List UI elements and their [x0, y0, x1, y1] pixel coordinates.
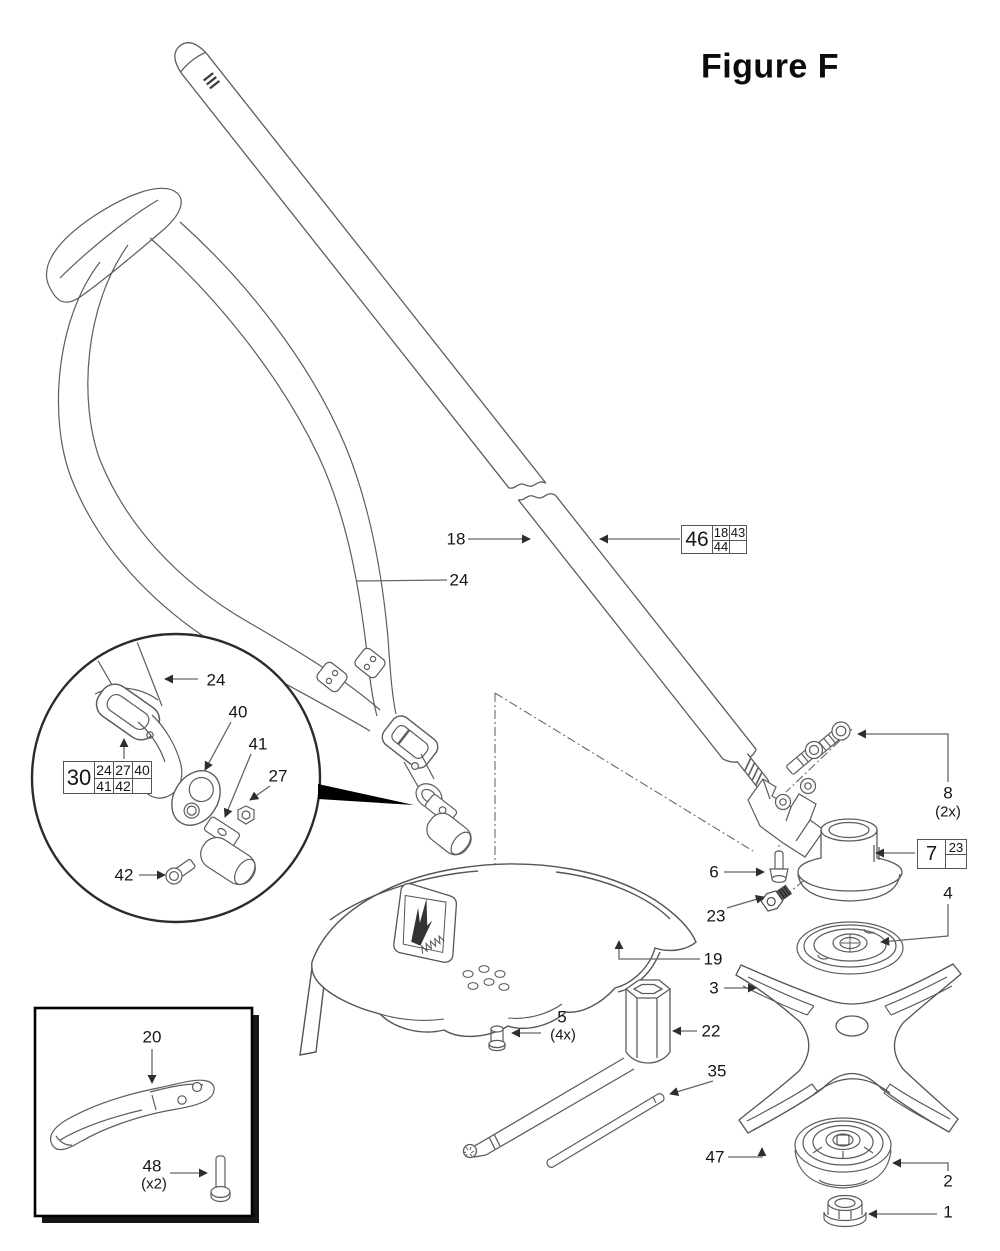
callout-48: 48: [142, 1156, 162, 1176]
plug-23: [760, 884, 793, 912]
callout-19: 19: [703, 949, 723, 969]
strap-buckle: [381, 715, 439, 769]
detail-circle: [30, 632, 414, 924]
guard-logo: [393, 882, 458, 963]
bolt-48: [210, 1155, 231, 1203]
strap-keeper: [354, 647, 386, 679]
callout-3: 3: [709, 978, 719, 998]
figure-title: Figure F: [700, 47, 840, 86]
blade-3: [735, 963, 962, 1134]
group-box-46-cell: [729, 539, 746, 553]
callout-5-qty: (4x): [550, 1026, 576, 1044]
shoulder-strap: [45, 187, 472, 856]
callout-47: 47: [705, 1147, 725, 1167]
group-box-30-cell: [132, 777, 151, 793]
callout-22: 22: [701, 1021, 721, 1041]
group-box-46-primary: 46: [685, 527, 709, 551]
gear-head: [797, 818, 903, 902]
strap-hook-assembly: [403, 753, 472, 856]
leader-lines: [119, 534, 949, 1219]
callout-5: 5: [557, 1007, 567, 1027]
callout-42: 42: [114, 865, 134, 885]
group-box-7: 7 23: [917, 839, 967, 869]
washer-4: [796, 921, 904, 975]
bolt-42: [165, 858, 196, 885]
screws-8: [786, 721, 851, 775]
callout-35: 35: [707, 1061, 727, 1081]
group-box-30: 30 24 27 40 41 42: [63, 761, 152, 794]
callout-24-strap: 24: [449, 570, 469, 590]
group-box-46-cell: 43: [729, 525, 746, 541]
guard-screw-5: [488, 1025, 506, 1052]
drive-shaft: [174, 42, 770, 790]
group-box-7-cell: 23: [945, 840, 966, 855]
callout-8-qty: (2x): [935, 803, 961, 821]
strap-pad: [45, 187, 182, 303]
strap-keeper: [316, 661, 348, 693]
callout-2: 2: [943, 1171, 953, 1191]
callout-41: 41: [248, 734, 268, 754]
support-bar-20: [49, 1079, 215, 1151]
shaft-logo-mark: [203, 72, 221, 90]
callout-23: 23: [706, 906, 726, 926]
callout-8: 8: [943, 783, 953, 803]
group-box-30-cell: 40: [132, 762, 151, 778]
group-box-46-cell: 44: [712, 539, 729, 555]
guard-mount-holes: [462, 965, 510, 991]
inset-box: [33, 1006, 259, 1223]
callout-6: 6: [709, 862, 719, 882]
callout-18: 18: [446, 529, 466, 549]
group-box-30-cell: 42: [113, 777, 132, 794]
hanger-plate-40: [171, 770, 221, 826]
group-box-30-cell: 41: [94, 777, 113, 794]
callout-27: 27: [268, 766, 288, 786]
callout-24-detail: 24: [206, 670, 226, 690]
blade-guard: [299, 863, 697, 1056]
callout-20: 20: [142, 1027, 162, 1047]
callout-4: 4: [943, 883, 953, 903]
group-box-7-primary: 7: [925, 842, 938, 865]
blade-holder-2: [794, 1117, 892, 1189]
socket-wrench-22: [462, 979, 672, 1159]
clamp-41: [200, 816, 256, 886]
callout-40: 40: [228, 702, 248, 722]
callout-48-qty: (x2): [141, 1175, 167, 1193]
group-box-30-cell: 27: [113, 762, 132, 778]
group-box-30-primary: 30: [66, 764, 92, 790]
hanger-bracket: [747, 777, 825, 858]
nut-1: [823, 1194, 867, 1228]
group-box-30-cell: 24: [94, 762, 113, 778]
rod-35: [546, 1093, 665, 1168]
bolt-6: [769, 850, 789, 883]
detail-pointer-wedge: [318, 784, 414, 805]
callout-1: 1: [943, 1202, 953, 1222]
group-box-46-cell: 18: [712, 525, 729, 541]
group-box-7-cell: [945, 854, 966, 868]
nut-27: [237, 805, 255, 825]
group-box-46: 46 18 43 44: [681, 525, 747, 554]
